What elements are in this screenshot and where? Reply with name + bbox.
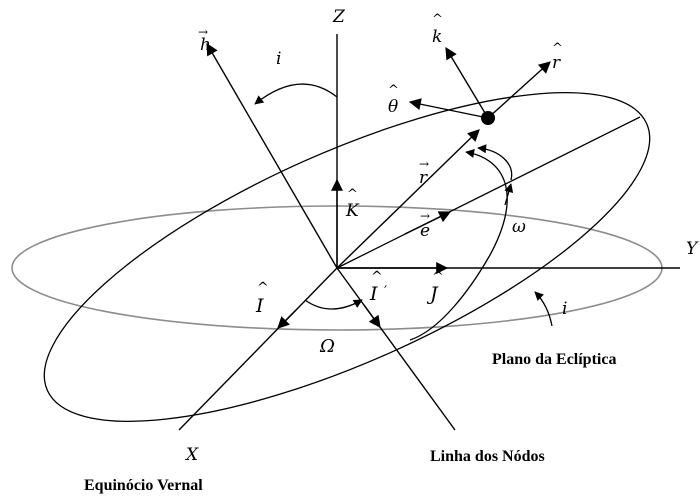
I-hat-caret: ^ xyxy=(257,280,269,296)
K-hat-caret: ^ xyxy=(347,187,358,202)
apse-line xyxy=(336,116,641,269)
z-axis-label: Z xyxy=(332,7,346,27)
theta-hat-label: θ xyxy=(388,97,398,117)
inclination-arc-top xyxy=(254,83,338,105)
theta-hat-caret: ^ xyxy=(388,83,399,98)
ecliptic-plane-caption: Plano da Eclíptica xyxy=(492,351,616,368)
node-line xyxy=(336,267,456,431)
x-axis-label: X xyxy=(184,445,199,465)
I-hat-label: I xyxy=(255,295,264,317)
I-prime-hat-caret: ^ xyxy=(371,269,383,285)
K-hat-label: K xyxy=(345,201,360,221)
e-vector-head xyxy=(404,211,452,235)
r-vector xyxy=(336,129,480,269)
J-hat-caret: ^ xyxy=(432,269,444,285)
h-vector-label: h xyxy=(200,35,211,55)
r-hat-label: r xyxy=(552,53,561,73)
inclination-top-label: i xyxy=(276,49,281,69)
omega-inner-arc xyxy=(477,144,513,181)
k-hat-vector xyxy=(445,46,489,119)
r-vector-arrow-glyph: → xyxy=(419,157,429,171)
I-prime-mark: ′ xyxy=(384,284,387,300)
J-hat-label: J xyxy=(426,283,439,305)
h-vector-arrow-glyph: → xyxy=(198,25,208,39)
r-hat-vector xyxy=(487,61,551,119)
theta-hat-vector xyxy=(408,98,489,119)
r-hat-caret: ^ xyxy=(552,41,563,56)
k-hat-label: k xyxy=(432,27,442,47)
e-vector-arrow-glyph: → xyxy=(420,209,430,223)
inclination-right-label: i xyxy=(562,299,567,319)
e-vector-label: e xyxy=(420,221,430,241)
Omega-label: Ω xyxy=(319,336,335,357)
I-hat-arrow xyxy=(277,309,297,329)
orbit-ellipse xyxy=(43,92,651,422)
vernal-equinox-caption: Equinócio Vernal xyxy=(84,477,203,494)
I-prime-hat-label: I xyxy=(369,283,378,305)
omega-start-arrow xyxy=(504,183,514,206)
k-hat-caret: ^ xyxy=(432,12,443,27)
r-vector-label: r xyxy=(419,168,428,188)
h-vector xyxy=(206,42,338,269)
satellite-dot xyxy=(481,111,495,125)
x-axis-line xyxy=(178,267,338,431)
node-line-caption: Linha dos Nódos xyxy=(430,448,545,465)
I-prime-hat-arrow xyxy=(363,304,381,328)
inclination-arc-right xyxy=(534,291,553,327)
omega-arc xyxy=(409,149,508,341)
omega-small-label: ω xyxy=(512,217,526,237)
y-axis-label: Y xyxy=(686,239,699,259)
Omega-arc xyxy=(304,299,363,310)
